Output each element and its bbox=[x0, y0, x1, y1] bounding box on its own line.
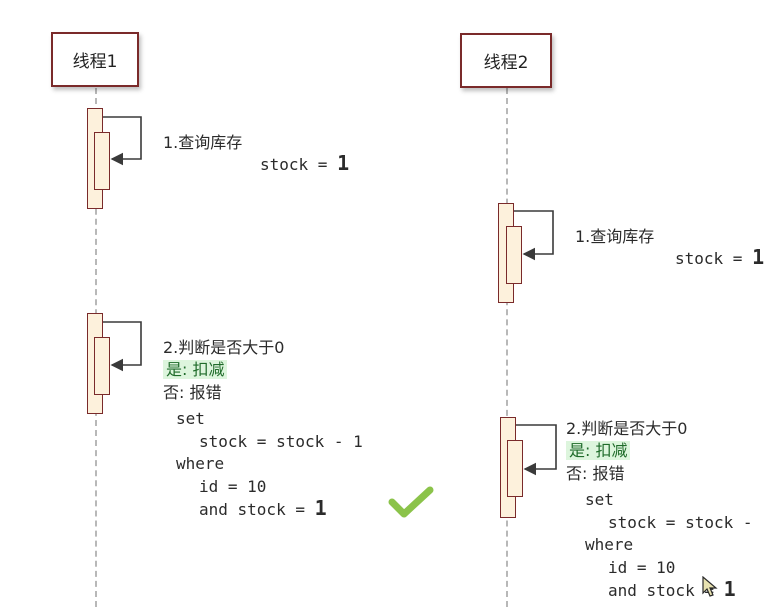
thread1-sql-assign: stock = stock - 1 bbox=[199, 432, 363, 451]
thread2-activation-2-nested bbox=[507, 440, 523, 497]
thread2-self-call-arrow-2 bbox=[516, 424, 557, 476]
thread2-lifeline bbox=[506, 88, 508, 607]
thread1-sql-set: set bbox=[176, 409, 205, 428]
mouse-cursor-icon bbox=[702, 576, 718, 597]
thread1-step1-stock: stock = 1 bbox=[260, 151, 350, 175]
thread2-sql-and-stock: and stock = 1 bbox=[608, 577, 736, 601]
thread1-self-call-arrow-1 bbox=[103, 116, 142, 166]
thread2-sql-stock-value: 1 bbox=[723, 577, 736, 601]
thread1-step1-label: 1.查询库存 bbox=[163, 133, 243, 152]
thread2-sql-set: set bbox=[585, 490, 614, 509]
thread1-sql-where: where bbox=[176, 454, 225, 473]
thread2-activation-1-nested bbox=[506, 226, 522, 284]
thread2-step2-yes: 是: 扣减 bbox=[566, 439, 631, 462]
thread1-activation-1-nested bbox=[94, 132, 110, 190]
thread2-sql-id: id = 10 bbox=[608, 558, 676, 577]
thread1-box: 线程1 bbox=[51, 32, 139, 87]
thread1-step2-yes: 是: 扣减 bbox=[163, 358, 228, 381]
thread2-step1-stock: stock = 1 bbox=[675, 245, 765, 269]
thread1-sql-id: id = 10 bbox=[199, 477, 267, 496]
thread2-step2-label: 2.判断是否大于0 bbox=[566, 419, 688, 438]
green-check-icon bbox=[388, 486, 434, 518]
thread2-self-call-arrow-1 bbox=[514, 210, 554, 261]
thread2-step1-label: 1.查询库存 bbox=[575, 227, 655, 246]
thread1-self-call-arrow-2 bbox=[103, 321, 142, 372]
thread2-step2-no: 否: 报错 bbox=[566, 464, 625, 483]
thread1-sql-stock-value: 1 bbox=[314, 496, 327, 520]
thread2-step1-stock-value: 1 bbox=[752, 245, 765, 269]
thread2-sql-assign: stock = stock - bbox=[608, 513, 753, 532]
thread1-step2-no: 否: 报错 bbox=[163, 383, 222, 402]
thread2-title: 线程2 bbox=[483, 53, 529, 73]
thread1-step2-label: 2.判断是否大于0 bbox=[163, 338, 285, 357]
thread1-title: 线程1 bbox=[72, 52, 118, 72]
thread1-activation-2-nested bbox=[94, 337, 110, 395]
thread1-sql-and-stock: and stock = 1 bbox=[199, 496, 327, 520]
thread2-box: 线程2 bbox=[460, 33, 552, 88]
thread2-sql-where: where bbox=[585, 535, 634, 554]
thread1-step1-stock-value: 1 bbox=[337, 151, 350, 175]
